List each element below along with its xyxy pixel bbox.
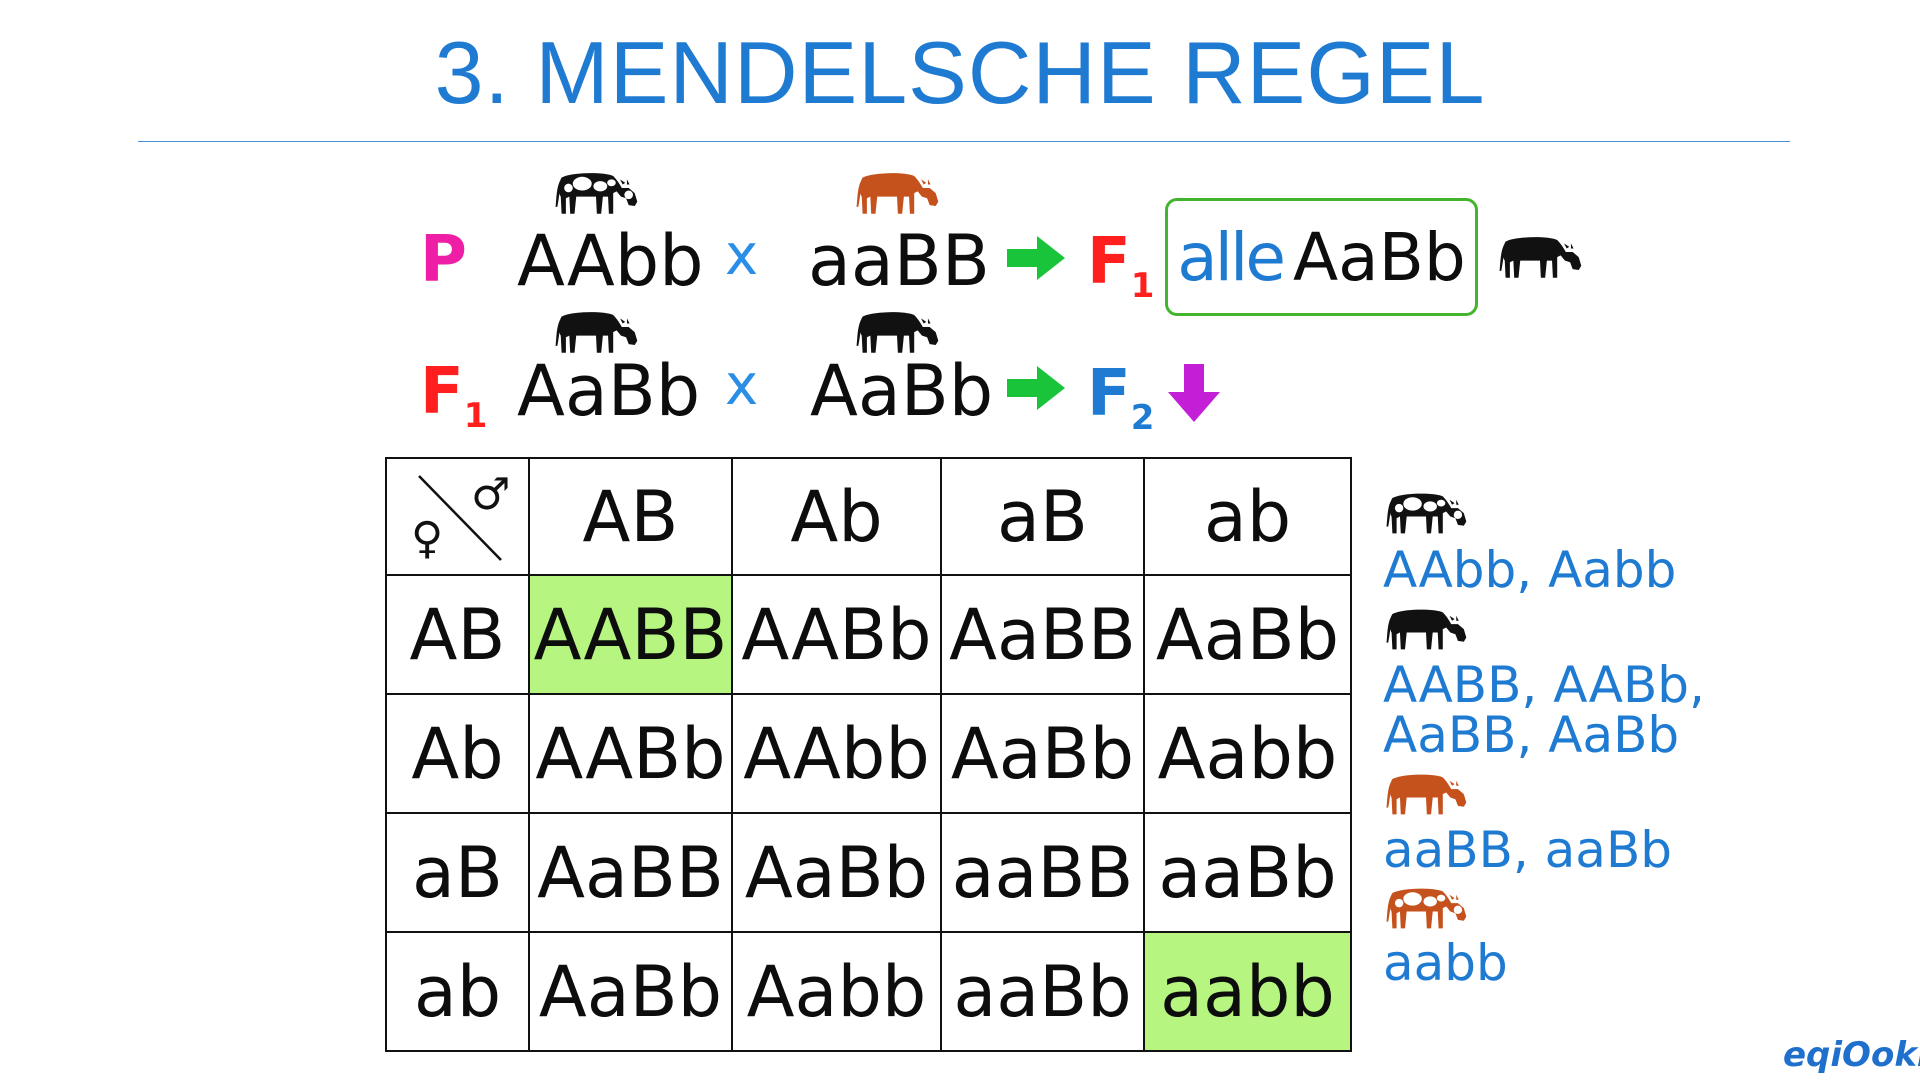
- genotype-cell: AaBb: [731, 812, 942, 933]
- table-row: Ab AABb AAbb AaBb Aabb: [385, 693, 1352, 814]
- male-symbol: ♂: [471, 469, 510, 520]
- genotype-cell: aaBb: [1143, 812, 1352, 933]
- female-male-corner-icon: ♀ ♂: [411, 469, 510, 564]
- punnett-square: ♀ ♂ AB Ab aB ab AB AABB AABb AaBB AaBb A…: [385, 457, 1352, 1052]
- genotype-cell: Aabb: [731, 931, 942, 1052]
- f1-result-qualifier: alle: [1177, 218, 1286, 296]
- column-header: aB: [940, 457, 1145, 576]
- spotted-cow-icon: [555, 173, 638, 214]
- f1-parent2-genotype: AaBb: [810, 350, 994, 432]
- green-arrow-icon: [1007, 236, 1065, 280]
- page-title: 3. MENDELSCHE REGEL: [434, 23, 1486, 122]
- legend-genotypes-black-line2: AaBB, AaBb: [1383, 706, 1680, 764]
- table-row: AB AABB AABb AaBB AaBb: [385, 574, 1352, 695]
- row-header: Ab: [385, 693, 530, 814]
- genotype-cell: AaBB: [528, 812, 733, 933]
- genotype-cell: AABb: [731, 574, 942, 695]
- p-parent2-genotype: aaBB: [808, 220, 990, 302]
- legend-genotypes-brown: aaBB, aaBb: [1383, 821, 1672, 879]
- down-arrow-icon: [1168, 364, 1220, 422]
- brown-cow-icon: [856, 173, 939, 214]
- genotype-cell-highlighted: AABB: [528, 574, 733, 695]
- f1-result-genotype: AaBb: [1292, 218, 1466, 296]
- column-header: AB: [528, 457, 733, 576]
- column-header: ab: [1143, 457, 1352, 576]
- punnett-header-row: ♀ ♂ AB Ab aB ab: [385, 457, 1352, 576]
- legend-genotypes-brown-spotted: aabb: [1383, 934, 1508, 992]
- genotype-cell: aaBb: [940, 931, 1145, 1052]
- row-header: AB: [385, 574, 530, 695]
- f1-cross-symbol: x: [725, 353, 759, 418]
- p-result-generation: F1: [1087, 225, 1155, 306]
- genotype-cell: AAbb: [731, 693, 942, 814]
- generation-f1-label: F1: [420, 355, 488, 436]
- table-row: ab AaBb Aabb aaBb aabb: [385, 931, 1352, 1052]
- legend-genotypes-spotted: AAbb, Aabb: [1383, 541, 1677, 599]
- column-header: Ab: [731, 457, 942, 576]
- f1-result-box: alle AaBb: [1165, 198, 1478, 316]
- p-parent1-genotype: AAbb: [517, 220, 704, 302]
- genotype-cell-highlighted: aabb: [1143, 931, 1352, 1052]
- generation-p-label: P: [420, 223, 467, 297]
- genotype-cell: aaBB: [940, 812, 1145, 933]
- genotype-cell: Aabb: [1143, 693, 1352, 814]
- brand-logo: eqiOoki: [1783, 1035, 1920, 1075]
- f1-result-generation: F2: [1087, 357, 1155, 438]
- female-symbol: ♀: [411, 513, 443, 564]
- genotype-cell: AaBb: [528, 931, 733, 1052]
- brown-cow-icon: [1386, 774, 1467, 815]
- genotype-cell: AaBb: [1143, 574, 1352, 695]
- spotted-cow-icon: [1386, 493, 1467, 534]
- table-row: aB AaBB AaBb aaBB aaBb: [385, 812, 1352, 933]
- title-divider: [138, 141, 1790, 142]
- genotype-cell: AaBB: [940, 574, 1145, 695]
- row-header: ab: [385, 931, 530, 1052]
- green-arrow-icon: [1007, 366, 1065, 410]
- f1-parent1-genotype: AaBb: [517, 350, 701, 432]
- legend-genotypes-black-line1: AABB, AABb,: [1383, 656, 1705, 714]
- punnett-corner: ♀ ♂: [385, 457, 530, 576]
- row-header: aB: [385, 812, 530, 933]
- black-cow-icon: [1499, 237, 1582, 278]
- genotype-cell: AaBb: [940, 693, 1145, 814]
- brown-spotted-cow-icon: [1386, 888, 1467, 929]
- genotype-cell: AABb: [528, 693, 733, 814]
- black-cow-icon: [1386, 609, 1467, 650]
- p-cross-symbol: x: [725, 223, 759, 288]
